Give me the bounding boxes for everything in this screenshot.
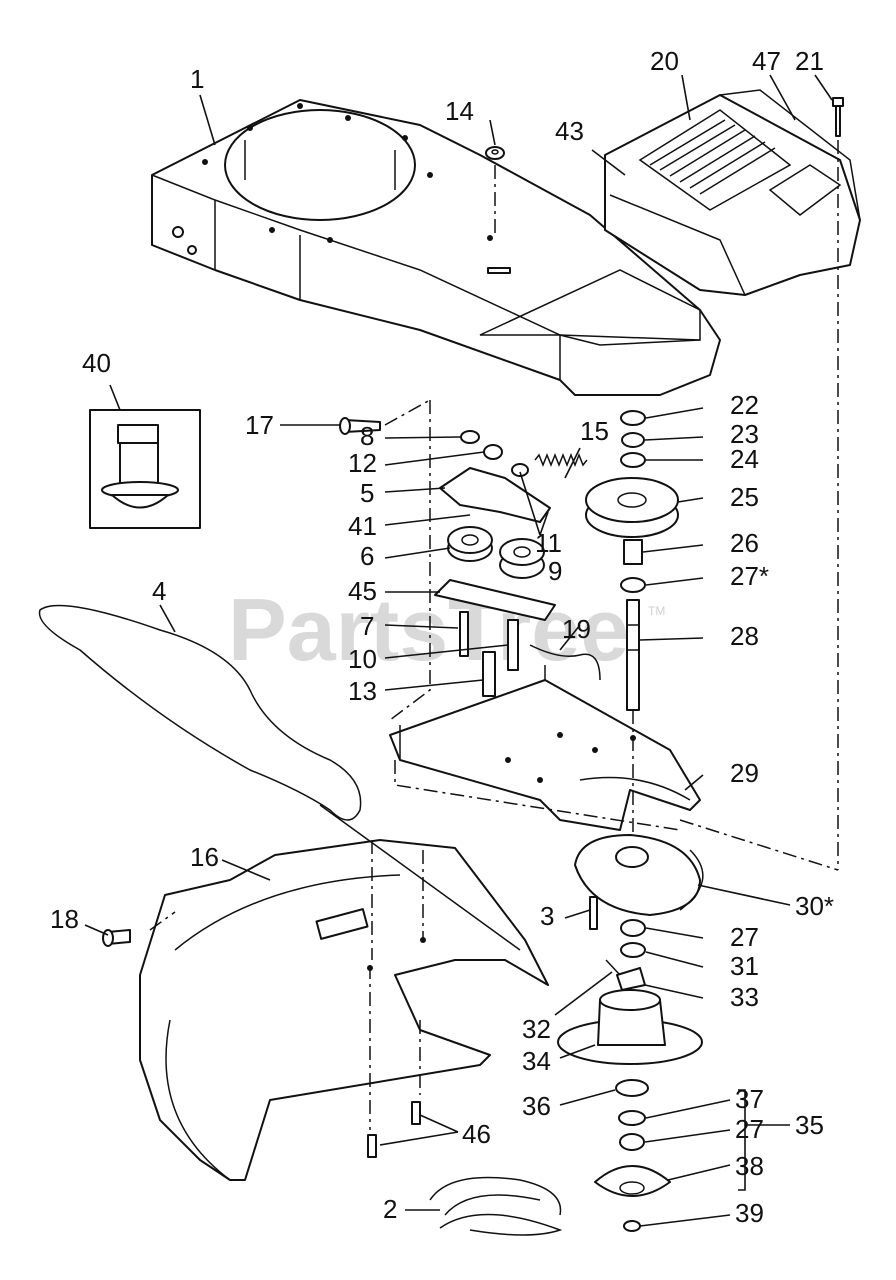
part-46-screw-a — [367, 1134, 377, 1158]
callout-24: 24 — [730, 444, 759, 474]
callout-28: 28 — [730, 621, 759, 651]
callout-36: 36 — [522, 1091, 551, 1121]
part-33-key — [616, 967, 646, 991]
callout-8: 8 — [360, 421, 374, 451]
callout-12: 12 — [348, 448, 377, 478]
callout-27-star: 27* — [730, 561, 769, 591]
callout-46: 46 — [462, 1119, 491, 1149]
callout-26: 26 — [730, 528, 759, 558]
part-8-nut — [460, 430, 480, 444]
part-20-belt-cover — [604, 89, 861, 296]
part-9-pulley — [499, 538, 545, 579]
part-25-pulley — [585, 477, 679, 538]
part-12-spacer — [483, 444, 503, 460]
callout-14: 14 — [445, 96, 474, 126]
callout-labels: 1 2 3 4 5 6 7 8 9 10 11 12 13 14 15 16 1… — [50, 46, 834, 1228]
part-15-spring — [534, 452, 588, 468]
callout-5: 5 — [360, 478, 374, 508]
part-27-bearing-lower — [619, 1133, 645, 1151]
part-34-blade-adapter — [557, 989, 703, 1065]
callout-6: 6 — [360, 541, 374, 571]
callout-37: 37 — [735, 1084, 764, 1114]
callout-33: 33 — [730, 982, 759, 1012]
callout-39: 39 — [735, 1198, 764, 1228]
part-4-belt — [38, 604, 362, 821]
callout-38: 38 — [735, 1151, 764, 1181]
part-5-idler-bracket — [439, 467, 551, 523]
callout-41: 41 — [348, 511, 377, 541]
part-17-bolt — [339, 417, 381, 435]
part-45-plate — [434, 579, 556, 621]
part-7-bolt — [459, 611, 469, 657]
part-21-screw — [832, 97, 844, 137]
callout-3: 3 — [540, 901, 554, 931]
part-27-bearing-mid — [620, 919, 646, 937]
callout-31: 31 — [730, 951, 759, 981]
callout-47: 47 — [752, 46, 781, 76]
callout-9: 9 — [548, 556, 562, 586]
part-2-belt-guides — [429, 1176, 563, 1236]
callout-2: 2 — [383, 1194, 397, 1224]
part-32-spring — [605, 959, 621, 976]
part-38-hub — [594, 1165, 671, 1197]
callout-29: 29 — [730, 758, 759, 788]
part-36-washer — [615, 1079, 649, 1097]
part-29-deck-plate — [389, 665, 701, 831]
callout-13: 13 — [348, 676, 377, 706]
callout-27-lower: 27 — [735, 1114, 764, 1144]
part-28-spindle-shaft — [626, 599, 640, 711]
part-24-washer — [620, 452, 646, 468]
callout-34: 34 — [522, 1046, 551, 1076]
part-19-rod — [529, 644, 601, 681]
callout-40: 40 — [82, 348, 111, 378]
callout-1: 1 — [190, 64, 204, 94]
part-30-spindle-housing — [574, 834, 704, 916]
callout-7: 7 — [360, 611, 374, 641]
part-16-deflector — [139, 804, 549, 1181]
watermark-tm: TM — [648, 604, 665, 618]
callout-25: 25 — [730, 482, 759, 512]
callout-20: 20 — [650, 46, 679, 76]
watermark-text: PartsTree — [228, 580, 629, 679]
part-37-retaining-ring — [618, 1110, 646, 1126]
callout-11: 11 — [535, 528, 562, 558]
callout-16: 16 — [190, 842, 219, 872]
part-26-spacer — [623, 539, 643, 565]
callout-27-mid: 27 — [730, 922, 759, 952]
leader-lines — [84, 74, 833, 1227]
part-6-pulley — [447, 526, 493, 562]
callout-30-star: 30* — [795, 891, 834, 921]
callout-45: 45 — [348, 576, 377, 606]
callout-43: 43 — [555, 116, 584, 146]
part-3-screw — [589, 896, 598, 930]
part-39-nut — [623, 1220, 641, 1232]
part-27-bearing-top — [620, 577, 646, 593]
callout-32: 32 — [522, 1014, 551, 1044]
callout-21: 21 — [795, 46, 824, 76]
part-1-housing — [151, 99, 721, 396]
part-11-spacer — [511, 463, 529, 477]
part-18-bolt — [102, 929, 131, 947]
part-46-screw-b — [411, 1101, 421, 1125]
callout-35: 35 — [795, 1110, 824, 1140]
part-31-retaining-ring — [620, 942, 646, 958]
part-14-nut — [485, 146, 505, 160]
part-10-bolt — [507, 619, 519, 671]
callout-22: 22 — [730, 390, 759, 420]
part-13-bolt — [482, 651, 496, 697]
callout-19: 19 — [562, 614, 591, 644]
callout-10: 10 — [348, 644, 377, 674]
callout-4: 4 — [152, 576, 166, 606]
callout-15: 15 — [580, 416, 609, 446]
callout-17: 17 — [245, 410, 274, 440]
callout-23: 23 — [730, 419, 759, 449]
callout-18: 18 — [50, 904, 79, 934]
part-23-washer — [621, 432, 645, 448]
part-22-nut — [620, 410, 646, 426]
part-40-inset — [89, 409, 201, 529]
